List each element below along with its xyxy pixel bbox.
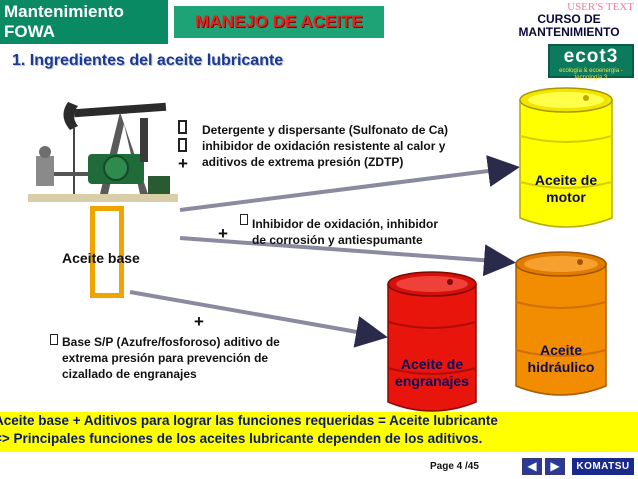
next-page-button[interactable]: ▶ bbox=[545, 458, 565, 475]
motor-oil-label-line-1: Aceite de bbox=[534, 172, 598, 188]
course-label: USER'S TEXT CURSO DE MANTENIMIENTO bbox=[504, 2, 634, 39]
summary-line-1: Aceite base + Aditivos para lograr las f… bbox=[0, 413, 498, 428]
gear-oil-label-line-1: Aceite de bbox=[400, 356, 464, 372]
previous-page-button[interactable]: ◀ bbox=[522, 458, 542, 475]
slide-title: MANEJO DE ACEITE bbox=[195, 12, 363, 31]
course-line-2: MANTENIMIENTO bbox=[518, 25, 620, 39]
motor-oil-label-line-2: motor bbox=[546, 189, 586, 205]
checkbox-icon bbox=[178, 138, 187, 152]
summary-line-2: => Principales funciones de los aceites … bbox=[0, 431, 483, 446]
plus-sign-gear: + bbox=[194, 312, 204, 331]
course-line-1: CURSO DE bbox=[537, 12, 601, 26]
logo-main-text: ecot3 bbox=[563, 46, 619, 67]
checkbox-icon bbox=[178, 120, 187, 134]
section-title: 1. Ingredientes del aceite lubricante bbox=[12, 52, 284, 69]
hydraulic-oil-label-line-1: Aceite bbox=[539, 342, 583, 358]
hydraulic-oil-label-line-2: hidráulico bbox=[527, 359, 595, 375]
gear-additive-2: extrema presión para prevención de bbox=[62, 351, 269, 365]
oil-pump-jack-illustration bbox=[28, 102, 178, 202]
brand-block: Mantenimiento FOWA bbox=[0, 0, 168, 44]
slide-title-bar: MANEJO DE ACEITE bbox=[174, 6, 384, 38]
motor-oil-label: Aceite de motor bbox=[516, 172, 616, 206]
footer: Page 4 /45 ◀ ▶ KOMATSU bbox=[0, 455, 638, 479]
ecot3-logo: ecot3 ecología & ecoenergía - tecnología… bbox=[548, 44, 634, 81]
plus-sign-hydraulic: + bbox=[218, 224, 228, 243]
hydraulic-additive-2: de corrosión y antiespumante bbox=[252, 233, 423, 247]
users-text: USER'S TEXT bbox=[567, 1, 634, 13]
header: Mantenimiento FOWA MANEJO DE ACEITE USER… bbox=[0, 0, 638, 44]
arrow-right-icon: ▶ bbox=[550, 459, 560, 473]
gear-oil-label: Aceite de engranajes bbox=[384, 356, 480, 390]
gear-oil-label-line-2: engranajes bbox=[395, 373, 469, 389]
checkbox-icon bbox=[50, 334, 58, 345]
engine-additive-3: aditivos de extrema presión (ZDTP) bbox=[202, 155, 404, 169]
gear-oil-barrel-icon bbox=[387, 271, 477, 412]
checkbox-icon bbox=[240, 214, 248, 225]
logo-sub-text: ecología & ecoenergía - tecnología 3 bbox=[559, 68, 623, 81]
komatsu-logo: KOMATSU bbox=[572, 458, 634, 475]
hydraulic-additives-list: Inhibidor de oxidación, inhibidor de cor… bbox=[252, 216, 512, 248]
base-oil-bracket-icon bbox=[90, 206, 124, 298]
hydraulic-oil-barrel-icon bbox=[515, 251, 607, 396]
gear-additives-list: Base S/P (Azufre/fosforoso) aditivo de e… bbox=[62, 334, 362, 382]
brand-line-1: Mantenimiento bbox=[4, 2, 124, 21]
arrow-to-motor bbox=[179, 155, 520, 212]
summary-band: Aceite base + Aditivos para lograr las f… bbox=[0, 412, 638, 452]
arrow-left-icon: ◀ bbox=[527, 459, 537, 473]
engine-additives-list: Detergente y dispersante (Sulfonato de C… bbox=[202, 122, 532, 170]
gear-additive-1: Base S/P (Azufre/fosforoso) aditivo de bbox=[62, 335, 280, 349]
motor-oil-barrel-icon bbox=[519, 87, 613, 228]
engine-additive-1: Detergente y dispersante (Sulfonato de C… bbox=[202, 123, 449, 137]
gear-additive-3: cizallado de engranajes bbox=[62, 367, 197, 381]
engine-additive-2: inhibidor de oxidación resistente al cal… bbox=[202, 139, 446, 153]
page-number: Page 4 /45 bbox=[430, 461, 479, 472]
hydraulic-additive-1: Inhibidor de oxidación, inhibidor bbox=[252, 217, 438, 231]
arrow-to-gear bbox=[129, 290, 388, 348]
hydraulic-oil-label: Aceite hidráulico bbox=[512, 342, 610, 376]
base-oil-label: Aceite base bbox=[62, 250, 140, 266]
plus-sign-engine: + bbox=[178, 154, 188, 173]
brand-line-2: FOWA bbox=[4, 22, 55, 41]
